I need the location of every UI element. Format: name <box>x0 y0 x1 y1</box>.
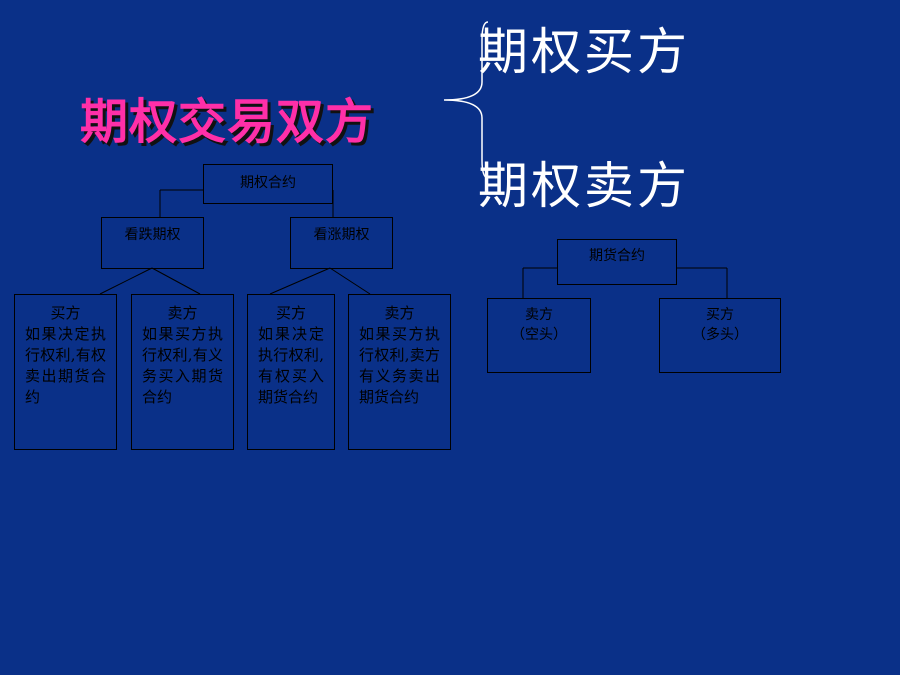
option-buyer-label: 期权买方 <box>478 23 690 81</box>
call-buyer-head: 买方 <box>275 304 306 322</box>
futures-short-node: 卖方 （空头） <box>487 298 591 373</box>
put-seller-node: 卖方 如果买方执行权利,有义务买入期货合约 <box>131 294 234 450</box>
option-seller-label: 期权卖方 <box>478 157 690 215</box>
option-contract-node: 期权合约 <box>203 164 333 204</box>
futures-short-head: 卖方 <box>525 307 553 323</box>
put-seller-head: 卖方 <box>167 304 198 322</box>
call-seller-node: 卖方 如果买方执行权利,卖方有义务卖出期货合约 <box>348 294 451 450</box>
main-title: 期权交易双方 <box>80 94 375 150</box>
futures-long-node: 买方 （多头） <box>659 298 781 373</box>
call-buyer-desc: 如果决定执行权利,有权买入期货合约 <box>258 325 324 406</box>
futures-long-sub: （多头） <box>692 327 748 343</box>
connector-put-leaf1 <box>99 267 153 295</box>
put-buyer-node: 买方 如果决定执行权利,有权卖出期货合约 <box>14 294 117 450</box>
futures-contract-node: 期货合约 <box>557 239 677 285</box>
connector-call-leaf3 <box>269 267 331 295</box>
connector-call-leaf4 <box>329 267 371 295</box>
futures-long-head: 买方 <box>706 307 734 323</box>
put-option-label: 看跌期权 <box>124 227 181 243</box>
call-seller-desc: 如果买方执行权利,卖方有义务卖出期货合约 <box>359 325 440 406</box>
futures-short-sub: （空头） <box>511 327 567 343</box>
option-contract-label: 期权合约 <box>240 175 296 191</box>
futures-contract-label: 期货合约 <box>589 248 645 264</box>
put-buyer-head: 买方 <box>50 304 81 322</box>
put-seller-desc: 如果买方执行权利,有义务买入期货合约 <box>142 325 223 406</box>
connector-put-leaf2 <box>151 267 201 295</box>
brace-shape <box>443 21 489 179</box>
put-buyer-desc: 如果决定执行权利,有权卖出期货合约 <box>25 325 106 406</box>
call-buyer-node: 买方 如果决定执行权利,有权买入期货合约 <box>247 294 335 450</box>
call-seller-head: 卖方 <box>384 304 415 322</box>
call-option-label: 看涨期权 <box>313 227 370 243</box>
put-option-node: 看跌期权 <box>101 217 204 269</box>
call-option-node: 看涨期权 <box>290 217 393 269</box>
